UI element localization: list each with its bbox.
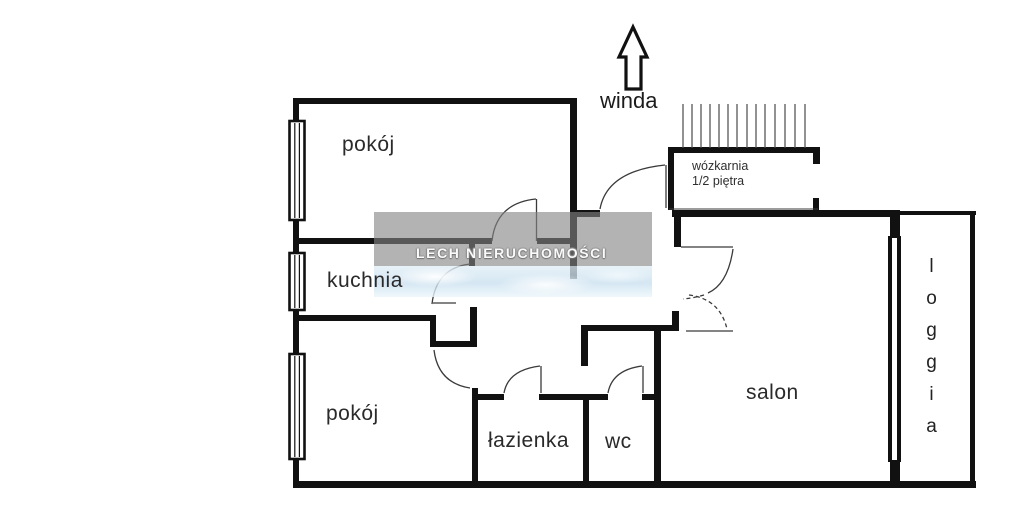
window-icon: [288, 352, 306, 461]
loggia-label: loggia: [921, 256, 942, 448]
up-arrow-icon: [616, 23, 650, 91]
stair-hatching: [682, 104, 806, 148]
window-icon: [288, 251, 306, 312]
elevator-label: winda: [600, 88, 658, 113]
room-label-wc: wc: [605, 430, 632, 453]
door-arcs: [431, 164, 818, 394]
window-symbols: [288, 119, 306, 461]
room-label-kuchnia: kuchnia: [327, 269, 403, 292]
room-label-salon: salon: [746, 381, 799, 404]
room-label-pokoj-bottom: pokój: [326, 402, 379, 425]
agency-watermark: LECH NIERUCHOMOŚCI: [374, 212, 652, 297]
room-label-lazienka: łazienka: [488, 429, 570, 452]
watermark-text: LECH NIERUCHOMOŚCI: [416, 245, 608, 261]
watermark-clouds: [374, 266, 652, 297]
watermark-gray-band: [374, 212, 652, 266]
stroller-room-label-line2: 1/2 piętra: [692, 174, 745, 188]
stroller-room-label-line1: wózkarnia: [692, 159, 749, 173]
window-icon: [288, 119, 306, 222]
room-label-pokoj-top: pokój: [342, 133, 395, 156]
